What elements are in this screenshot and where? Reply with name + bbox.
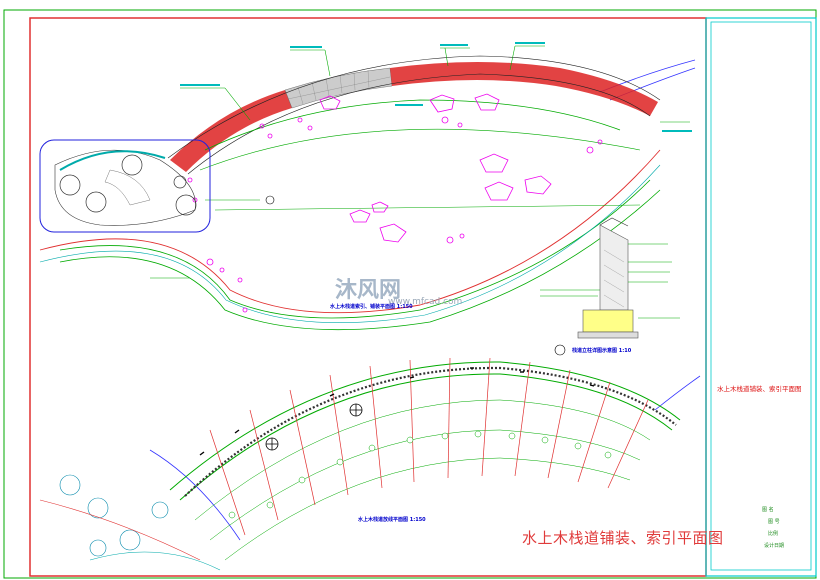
leader-lines <box>150 45 690 279</box>
dimension-ticks <box>199 367 595 456</box>
shoreline <box>59 189 661 331</box>
key-plan-circles <box>59 154 197 216</box>
section-symbol <box>554 344 566 356</box>
paving-hatch <box>287 69 391 105</box>
boardwalk-plan-band <box>169 361 681 491</box>
green-path <box>214 204 641 211</box>
green-path <box>199 128 641 171</box>
plan-top-label: 水上木栈道索引、铺装平面图 1:150 <box>330 304 413 310</box>
index-symbol <box>265 195 275 205</box>
boardwalk-paving-red-left <box>170 90 292 172</box>
title-block-row3: 比例 <box>768 531 779 537</box>
boardwalk-plan-band <box>184 366 677 497</box>
key-plan-frame <box>39 139 211 233</box>
plan-bottom-label: 水上木栈道放线平面图 1:150 <box>358 517 426 523</box>
watermark-url: www.mfcad.com <box>388 297 463 307</box>
key-plan-band <box>59 150 166 171</box>
cyan-shore <box>89 551 221 571</box>
cyan-water-edge <box>39 164 661 323</box>
title-block-frame <box>705 17 817 577</box>
rock-cluster <box>187 93 603 313</box>
grid-bubbles <box>228 430 612 519</box>
watermark-brand: 沐风网 <box>335 278 402 303</box>
boardwalk-plan-band <box>179 373 673 501</box>
title-block-row4: 设计日期 <box>764 543 785 549</box>
drawing-main-title: 水上木栈道铺装、索引平面图 <box>522 529 724 547</box>
section-detail <box>540 217 680 339</box>
annotation-bars <box>180 42 692 132</box>
sheet-title: 水上木栈道铺装、索引平面图 <box>717 385 802 393</box>
column-symbols <box>265 403 363 451</box>
section-label: 栈道立柱详图示意图 1:10 <box>572 348 632 354</box>
key-plan-hatch <box>104 169 151 206</box>
title-block-inner <box>710 21 812 571</box>
grid-arcs <box>194 399 651 561</box>
title-block-row2: 图 号 <box>768 519 780 525</box>
red-boundary <box>39 149 661 314</box>
title-block-row1: 图 名 <box>762 507 774 513</box>
radial-lines <box>209 357 649 536</box>
outer-border <box>3 9 817 579</box>
shore-stones <box>59 474 169 557</box>
water-line <box>149 449 241 541</box>
shoreline <box>59 179 651 319</box>
shoreline <box>204 99 621 151</box>
water-line <box>654 375 701 411</box>
red-shore <box>39 499 201 561</box>
boardwalk-paving-red-right <box>390 62 658 116</box>
